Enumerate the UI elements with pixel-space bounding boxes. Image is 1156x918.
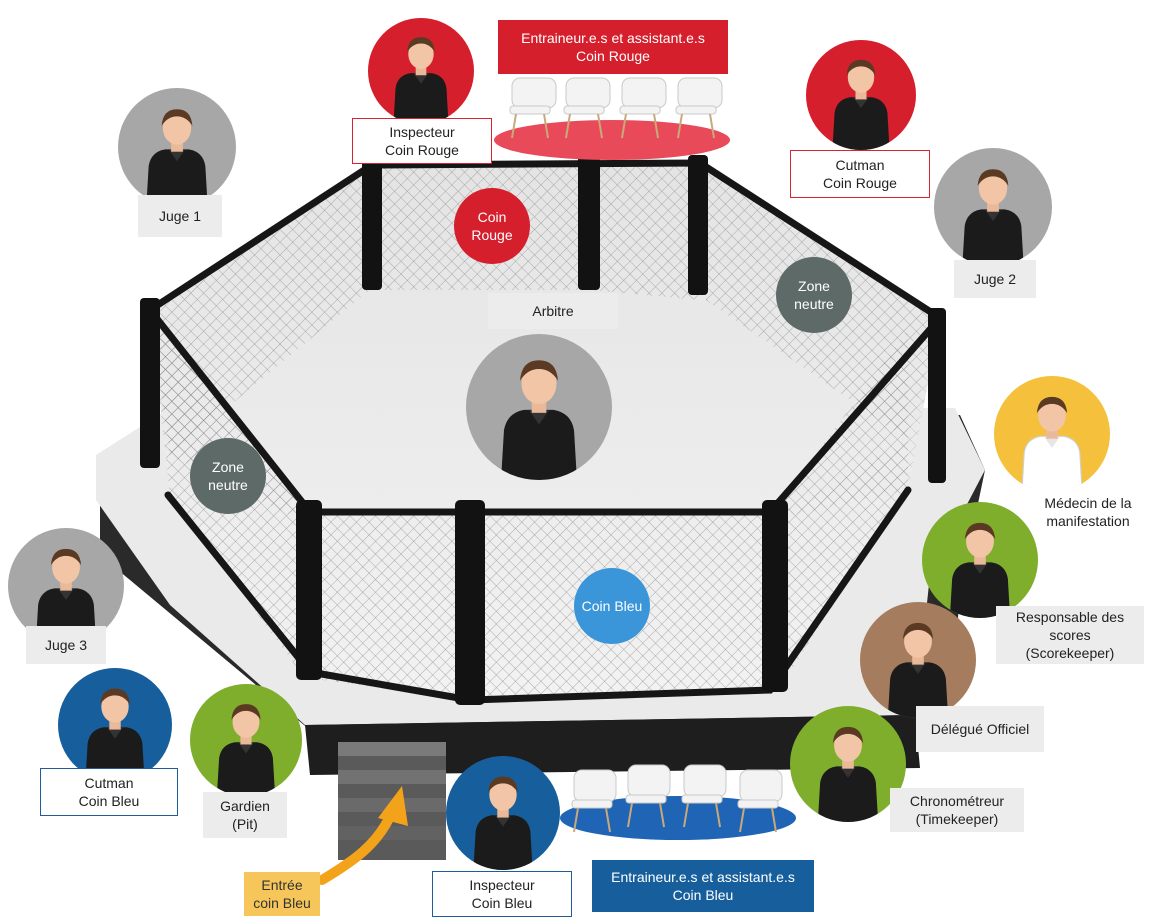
- blue-corner-mat: [560, 796, 796, 840]
- zone-neutre-left-marker: Zone neutre: [190, 438, 266, 514]
- label-delegue: Délégué Officiel: [916, 706, 1044, 752]
- label-inspecteur-bleu: Inspecteur Coin Bleu: [432, 871, 572, 917]
- official-figure-icon: [216, 704, 276, 796]
- cage-fence-front: [322, 512, 770, 700]
- official-figure-icon: [832, 59, 890, 150]
- official-figure-icon: [501, 360, 577, 480]
- zone-neutre-right-marker: Zone neutre: [776, 257, 852, 333]
- official-figure-icon: [393, 37, 449, 124]
- official-figure-icon: [473, 776, 533, 870]
- stairs: [338, 742, 446, 860]
- label-coaches-bleu: Entraineur.e.s et assistant.e.s Coin Ble…: [592, 860, 814, 912]
- official-figure-icon: [817, 726, 879, 822]
- official-figure-icon: [1021, 396, 1083, 492]
- avatar-cutman-rouge: [806, 40, 916, 150]
- official-figure-icon: [887, 622, 949, 718]
- label-chronometreur: Chronométreur (Timekeeper): [890, 788, 1024, 832]
- coin-rouge-marker: Coin Rouge: [454, 188, 530, 264]
- official-figure-icon: [949, 522, 1011, 618]
- label-juge-2: Juge 2: [954, 260, 1036, 298]
- avatar-scorekeeper: [922, 502, 1038, 618]
- avatar-cutman-bleu: [58, 668, 172, 782]
- label-juge-3: Juge 3: [26, 626, 106, 664]
- avatar-delegue: [860, 602, 976, 718]
- official-figure-icon: [85, 688, 145, 782]
- entrance-arrow: [317, 786, 408, 885]
- coin-bleu-marker: Coin Bleu: [574, 568, 650, 644]
- label-medecin: Médecin de la manifestation: [1034, 488, 1142, 536]
- official-figure-icon: [962, 169, 1024, 266]
- label-cutman-bleu: Cutman Coin Bleu: [40, 768, 178, 816]
- label-juge-1: Juge 1: [138, 195, 222, 237]
- red-corner-chairs: [509, 77, 723, 139]
- avatar-arbitre: [466, 334, 612, 480]
- avatar-gardien: [190, 684, 302, 796]
- avatar-chronometreur: [790, 706, 906, 822]
- label-cutman-rouge: Cutman Coin Rouge: [790, 150, 930, 198]
- avatar-juge-2: [934, 148, 1052, 266]
- cage-posts: [140, 152, 946, 705]
- official-figure-icon: [146, 109, 208, 206]
- label-arbitre: Arbitre: [488, 293, 618, 329]
- label-coaches-rouge: Entraineur.e.s et assistant.e.s Coin Rou…: [498, 20, 728, 74]
- label-gardien: Gardien (Pit): [203, 792, 287, 838]
- avatar-inspecteur-bleu: [446, 756, 560, 870]
- label-entree-coin-bleu: Entrée coin Bleu: [244, 872, 320, 916]
- platform-front-edge: [305, 715, 920, 775]
- avatar-medecin: [994, 376, 1110, 492]
- avatar-inspecteur-rouge: [368, 18, 474, 124]
- label-inspecteur-rouge: Inspecteur Coin Rouge: [352, 118, 492, 164]
- label-scorekeeper: Responsable des scores (Scorekeeper): [996, 606, 1144, 664]
- avatar-juge-1: [118, 88, 236, 206]
- blue-corner-chairs: [571, 764, 783, 833]
- red-corner-mat: [494, 120, 730, 160]
